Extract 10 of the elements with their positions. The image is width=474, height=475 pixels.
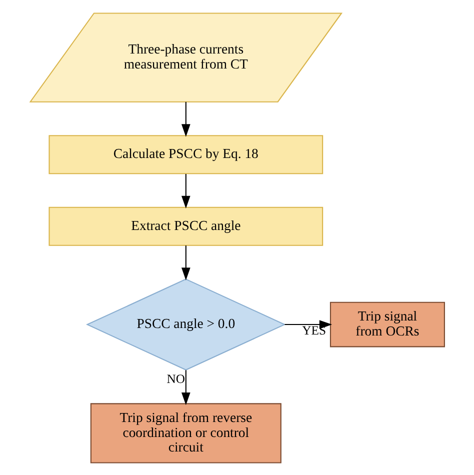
arrow xyxy=(180,370,190,405)
node-box: Trip signal from OCRs xyxy=(329,301,444,347)
arrow xyxy=(180,173,190,208)
node-box: Trip signal from reverse coordination or control circuit xyxy=(90,402,281,463)
arrow xyxy=(180,101,190,136)
node-diamond: PSCC angle > 0.0 xyxy=(85,278,286,370)
node-box: Extract PSCC angle xyxy=(48,206,323,246)
edge-label: NO xyxy=(166,372,185,386)
arrow xyxy=(180,245,190,280)
node-box: Calculate PSCC by Eq. 18 xyxy=(48,134,323,174)
